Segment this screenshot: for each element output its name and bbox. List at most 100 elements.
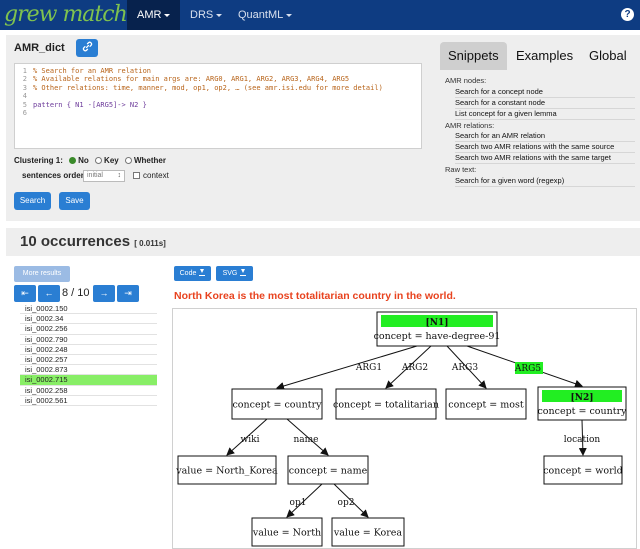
sentence-id-item[interactable]: isi_0002.248 <box>20 345 157 355</box>
sentence-id-item[interactable]: isi_0002.790 <box>20 335 157 345</box>
grew-match-logo[interactable]: grew match <box>4 2 128 27</box>
caret-down-icon <box>216 13 223 17</box>
graph-node-label: concept = name <box>289 466 368 477</box>
graph-node-label: concept = have-degree-91 <box>374 331 501 342</box>
graph-node: value = North <box>251 517 323 547</box>
graph-node-label: concept = totalitarian <box>333 400 439 411</box>
amr-graph-frame <box>172 308 637 549</box>
line-number: 6 <box>22 108 27 117</box>
sentences-order-select[interactable]: initial ↕ <box>83 170 125 182</box>
svg-download-button[interactable]: SVG <box>216 266 253 281</box>
sentence-id-item[interactable]: isi_0002.715 <box>20 375 157 386</box>
help-icon[interactable]: ? <box>621 8 634 21</box>
snippet-item[interactable]: List concept for a given lemma <box>455 109 635 120</box>
code-line: 3% Other relations: time, manner, mod, o… <box>15 84 421 92</box>
radio-clustering-no[interactable] <box>69 157 77 164</box>
download-icon <box>199 269 206 276</box>
select-arrows-icon: ↕ <box>117 172 122 179</box>
query-time: [ 0.011s] <box>134 239 166 248</box>
permalink-button[interactable] <box>76 39 98 57</box>
nav-menu-drs[interactable]: DRS <box>180 0 232 30</box>
sentence-id-item[interactable]: isi_0002.256 <box>20 324 157 335</box>
graph-node-box <box>331 517 405 547</box>
graph-node-label: concept = country <box>537 406 627 417</box>
clustering-label: Clustering 1: <box>14 156 63 165</box>
sentence-id-item[interactable]: isi_0002.34 <box>20 314 157 325</box>
line-number: 5 <box>22 100 27 109</box>
snippet-group-heading: AMR relations: <box>445 121 495 130</box>
tab-snippets[interactable]: Snippets <box>440 42 507 70</box>
graph-node-label: concept = country <box>232 400 322 411</box>
sentence-id-item[interactable]: isi_0002.561 <box>20 396 157 406</box>
sentences-order-label: sentences order: <box>22 171 87 180</box>
tab-examples[interactable]: Examples <box>516 48 574 63</box>
nav-menu-amr[interactable]: AMR <box>127 0 181 30</box>
graph-edge-label: op2 <box>338 498 355 508</box>
graph-edge <box>578 419 587 456</box>
snippet-item[interactable]: Search for a constant node <box>455 98 635 109</box>
graph-edge <box>446 345 487 389</box>
code-button-label: Code <box>179 270 197 277</box>
graph-node: value = Korea <box>331 517 405 547</box>
prev-page-button[interactable]: ← <box>38 285 60 302</box>
search-button[interactable]: Search <box>14 192 51 210</box>
sentences-order-value: initial <box>87 172 103 179</box>
link-icon <box>82 41 92 52</box>
graph-node-box <box>445 388 527 420</box>
code-line: 1 % Search for an AMR relation <box>15 67 421 75</box>
next-page-button[interactable]: → <box>93 285 115 302</box>
code-line: 6 <box>15 109 421 117</box>
graph-node-box <box>251 517 323 547</box>
snippet-item[interactable]: Search two AMR relations with the same t… <box>455 153 635 164</box>
clustering-options: Clustering 1: No Key Whether <box>14 156 166 166</box>
graph-node-label: value = North_Korea <box>175 466 278 477</box>
sentence-id-item[interactable]: isi_0002.258 <box>20 386 157 396</box>
graph-node: concept = world <box>543 455 623 485</box>
occurrences-bar <box>6 228 640 256</box>
radio-label-key: Key <box>104 156 119 165</box>
graph-node-box <box>177 455 277 485</box>
context-checkbox[interactable] <box>133 172 140 179</box>
radio-label-no: No <box>78 156 89 165</box>
code-comment: % Search for an AMR relation <box>33 67 152 75</box>
last-page-button[interactable]: ⇥ <box>117 285 139 302</box>
graph-edge-label: ARG5 <box>514 364 541 374</box>
graph-node: concept = totalitarian <box>333 388 439 420</box>
pattern-editor[interactable]: 1% Search for an AMR relation 2% Availab… <box>14 63 422 149</box>
line-number: 1 <box>22 67 27 75</box>
snippet-item[interactable]: Search two AMR relations with the same s… <box>455 142 635 153</box>
sentence-id-item[interactable]: isi_0002.873 <box>20 365 157 376</box>
first-page-button[interactable]: ⇤ <box>14 285 36 302</box>
nav-menu-amr-label: AMR <box>137 9 162 21</box>
occurrences-title: 10 occurrences [ 0.011s] <box>20 233 166 253</box>
page-indicator: 8 / 10 <box>62 287 90 299</box>
nav-menu-quantml[interactable]: QuantML <box>228 0 302 30</box>
dictionary-label: AMR_dict <box>14 42 65 54</box>
graph-node-box <box>231 388 323 420</box>
snippet-item[interactable]: Search for a given word (regexp) <box>455 176 635 187</box>
sentence-id-item[interactable]: isi_0002.150 <box>20 304 157 315</box>
graph-node-box <box>335 388 437 420</box>
radio-clustering-whether[interactable] <box>124 157 132 164</box>
line-number: 2 <box>22 75 27 84</box>
snippet-item[interactable]: Search for an AMR relation <box>455 131 635 142</box>
nav-menu-quantml-label: QuantML <box>238 9 284 21</box>
graph-edge-label: ARG3 <box>451 363 478 373</box>
radio-clustering-key[interactable] <box>95 157 103 164</box>
code-pattern: pattern { N1 -[ARG5]-> N2 } <box>33 100 147 109</box>
snippet-item[interactable]: Search for a concept node <box>455 87 635 98</box>
graph-node: value = North_Korea <box>175 455 278 485</box>
graph-node-label: concept = most <box>448 400 524 411</box>
nav-menu-drs-label: DRS <box>190 9 214 21</box>
tab-global[interactable]: Global <box>589 48 627 63</box>
graph-node-box <box>287 455 369 485</box>
more-results-button[interactable]: More results <box>14 266 70 282</box>
sentence-id-item[interactable]: isi_0002.257 <box>20 355 157 366</box>
graph-edge-label: op1 <box>290 498 307 508</box>
graph-node: [N2]concept = country <box>537 386 627 421</box>
code-line: 5 pattern { N1 -[ARG5]-> N2 } <box>15 101 421 109</box>
save-button[interactable]: Save <box>59 192 90 210</box>
line-number: 3 <box>22 83 27 92</box>
code-download-button[interactable]: Code <box>174 266 211 281</box>
